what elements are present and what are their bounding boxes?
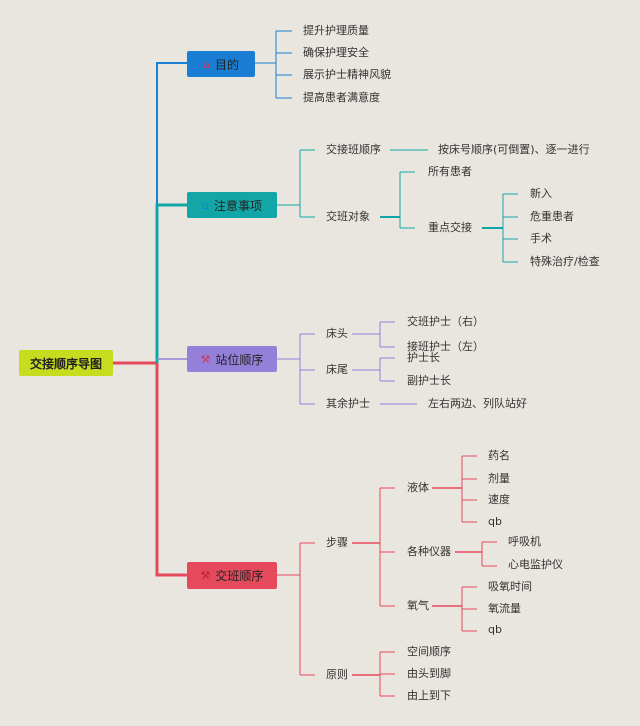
node-notes-targets-key-items-1[interactable]: 危重患者 [530,210,574,223]
node-handover-steps-oxygen-label[interactable]: 氧气 [407,599,429,612]
node-standing-tail-label[interactable]: 床尾 [326,363,348,376]
node-standing-head-label[interactable]: 床头 [326,327,348,340]
root-node[interactable]: 交接顺序导图 [19,350,113,376]
node-notes-order-label[interactable]: 交接班顺序 [326,143,381,156]
node-handover-principles-items-2[interactable]: 由上到下 [407,689,451,702]
node-notes-targets-key-items-3[interactable]: 特殊治疗/检查 [530,255,600,268]
node-handover-steps-label[interactable]: 步骤 [326,536,348,549]
node-notes-targets-key-items-0[interactable]: 新入 [530,187,552,200]
home-icon: ⌂ [202,198,209,212]
node-standing-tail-items-0[interactable]: 护士长 [407,351,440,364]
branch-notes[interactable]: ⌂ 注意事项 [187,192,277,218]
branch-standing-label: 站位顺序 [215,352,264,367]
node-purpose-items-2[interactable]: 展示护士精神风貌 [303,68,391,81]
branch-notes-label: 注意事项 [213,198,262,213]
branch-handover-label: 交班顺序 [215,569,264,583]
node-purpose-items-0[interactable]: 提升护理质量 [303,24,369,37]
node-handover-steps-oxygen-items-2[interactable]: qb [488,623,502,636]
node-handover-steps-fluid-items-1[interactable]: 剂量 [488,472,510,485]
tools-icon: ⚒ [200,569,211,582]
node-notes-order-detail[interactable]: 按床号顺序(可倒置)、逐一进行 [438,143,590,156]
node-handover-steps-fluid-items-3[interactable]: qb [488,515,502,528]
node-standing-tail-items-1[interactable]: 副护士长 [407,374,451,387]
node-notes-targets-key-label[interactable]: 重点交接 [428,221,472,234]
tools-icon: ⚒ [200,352,211,366]
root-label: 交接顺序导图 [29,356,102,371]
home-icon: ⌂ [203,57,210,71]
node-handover-steps-fluid-items-0[interactable]: 药名 [488,449,510,462]
branch-handover[interactable]: ⚒ 交班顺序 [187,562,277,589]
node-purpose-items-3[interactable]: 提高患者满意度 [303,91,380,104]
branch-standing[interactable]: ⚒ 站位顺序 [187,346,277,372]
node-handover-steps-devices-label[interactable]: 各种仪器 [407,545,451,558]
node-notes-targets-label[interactable]: 交班对象 [326,210,370,223]
node-handover-principles-label[interactable]: 原则 [326,668,348,681]
branch-purpose[interactable]: ⌂ 目的 [187,51,255,77]
node-handover-steps-oxygen-items-0[interactable]: 吸氧时间 [488,580,532,593]
node-handover-steps-devices-items-0[interactable]: 呼吸机 [508,535,541,548]
node-notes-targets-all[interactable]: 所有患者 [428,165,472,178]
node-notes-targets-key-items-2[interactable]: 手术 [530,232,552,245]
node-standing-others-detail[interactable]: 左右两边、列队站好 [428,397,527,410]
node-handover-steps-oxygen-items-1[interactable]: 氧流量 [488,602,521,615]
node-handover-principles-items-1[interactable]: 由头到脚 [407,667,451,680]
node-handover-steps-fluid-items-2[interactable]: 速度 [488,493,510,506]
node-purpose-items-1[interactable]: 确保护理安全 [303,46,369,59]
branch-purpose-label: 目的 [214,57,239,72]
node-standing-head-items-0[interactable]: 交班护士（右） [407,315,484,328]
node-handover-principles-items-0[interactable]: 空间顺序 [407,645,451,658]
node-standing-head-items-1[interactable]: 接班护士（左） [407,340,484,353]
node-handover-steps-devices-items-1[interactable]: 心电监护仪 [508,558,563,571]
node-handover-steps-fluid-label[interactable]: 液体 [407,481,429,494]
node-standing-others-label[interactable]: 其余护士 [326,397,370,410]
